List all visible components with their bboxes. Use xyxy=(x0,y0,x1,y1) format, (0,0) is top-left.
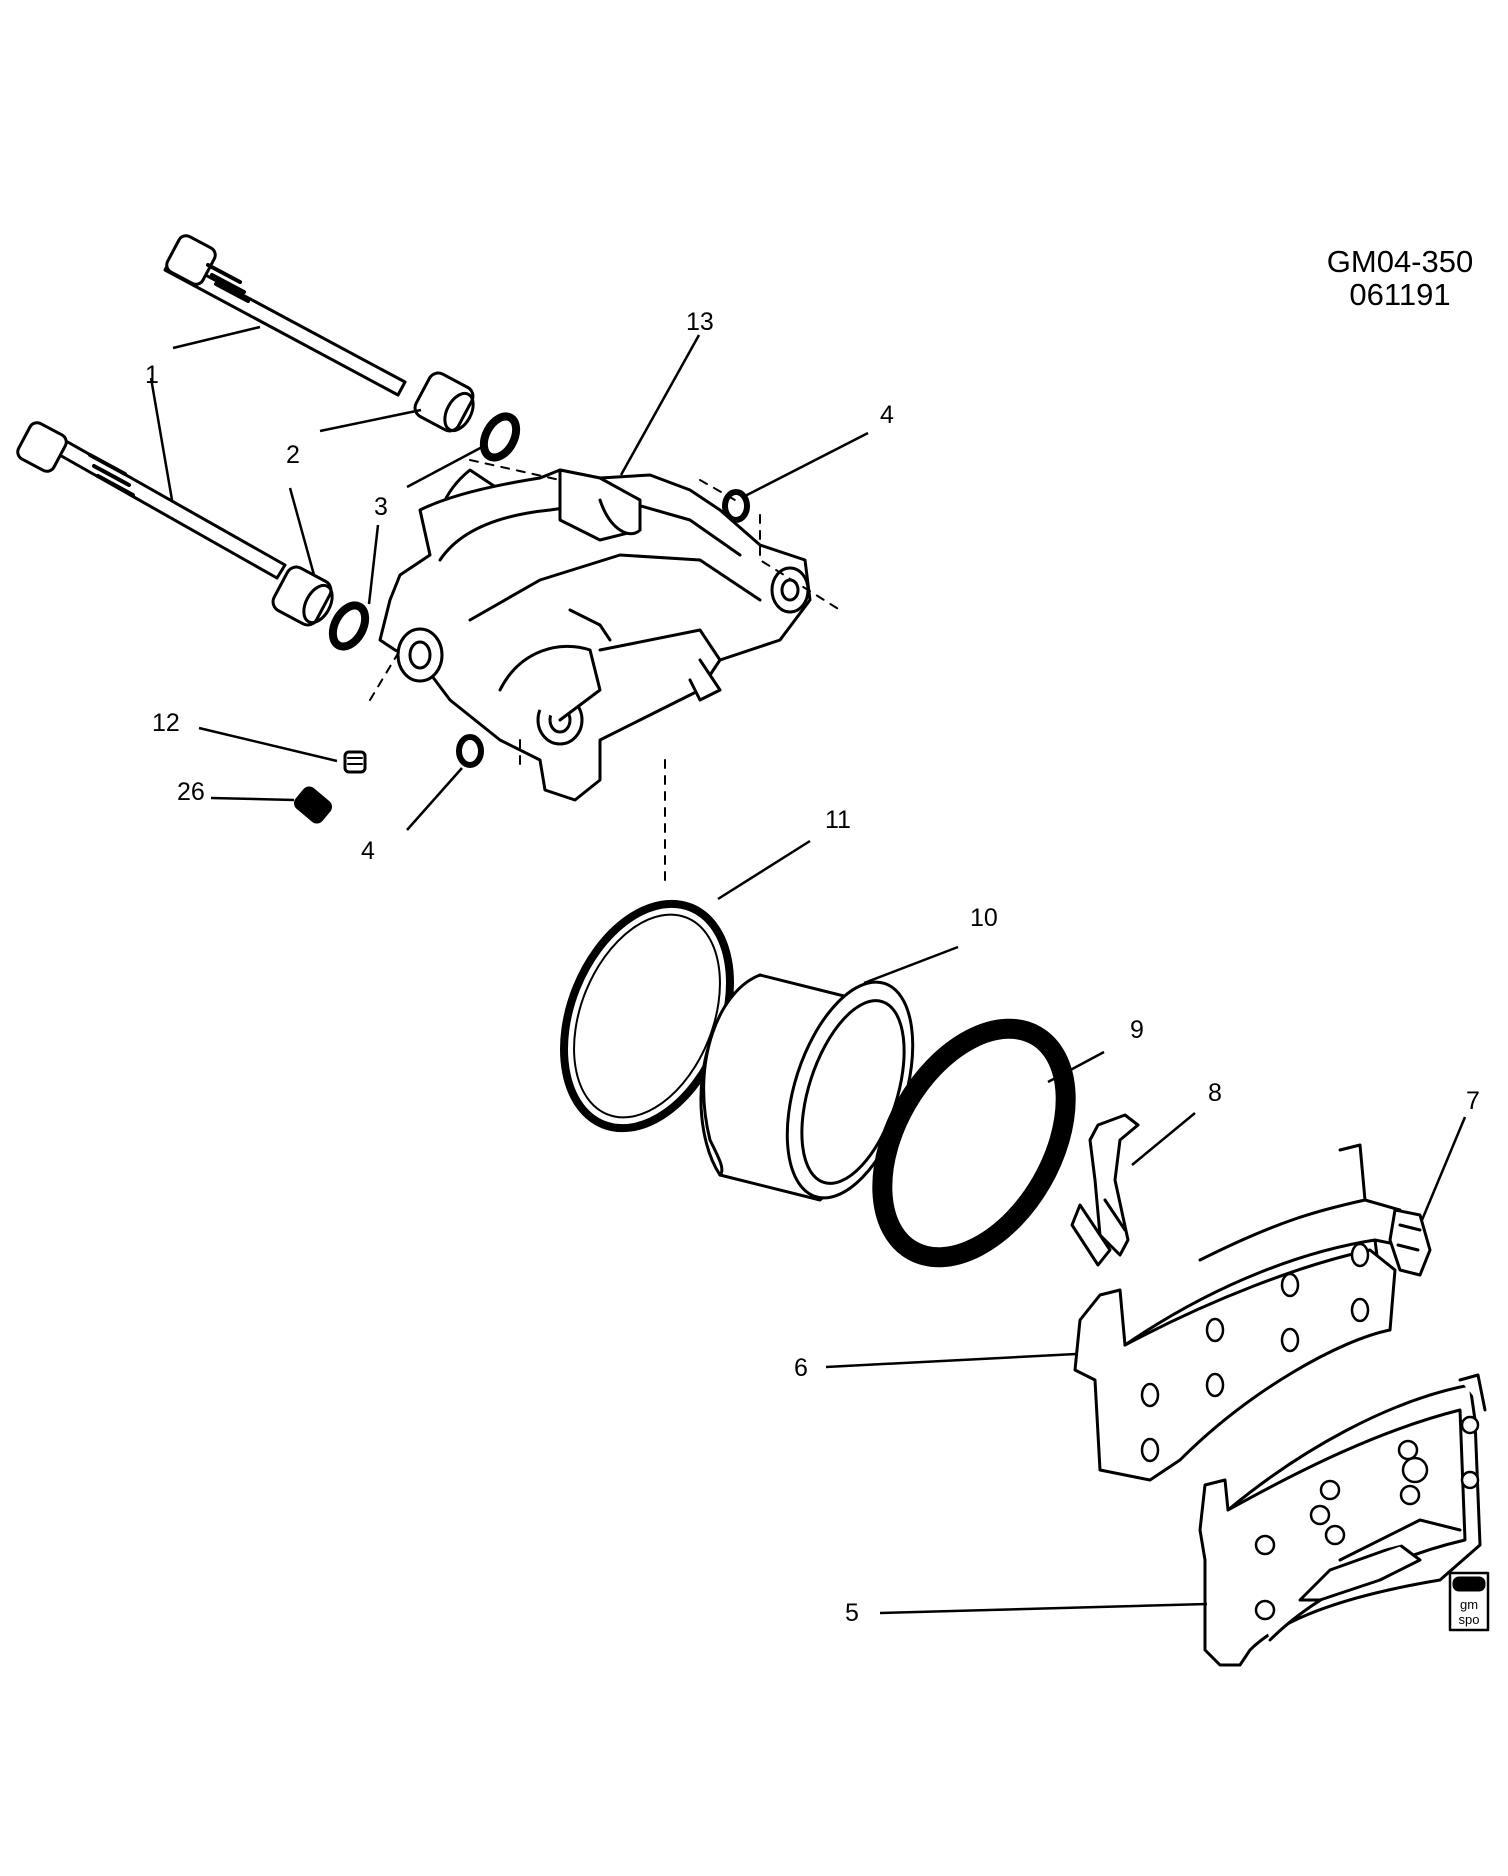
bolt-lower xyxy=(16,421,334,627)
callout-bleeder-cap: 26 xyxy=(177,778,205,806)
retainer-spring xyxy=(1070,1113,1140,1267)
drawing-code: GM04-350 xyxy=(1326,244,1474,279)
drawing-code-block: GM04-350 061191 xyxy=(1300,244,1500,312)
callout-bushing-seal: 3 xyxy=(374,493,388,521)
callout-bushing-upper: 2 xyxy=(286,441,300,469)
bushing-seal-lower xyxy=(328,601,370,651)
callout-inboard-pad: 5 xyxy=(845,1599,859,1627)
bolt-upper xyxy=(163,234,475,433)
boot-upper xyxy=(722,489,750,523)
inboard-pad xyxy=(1198,1373,1487,1667)
drawing-date: 061191 xyxy=(1349,276,1451,312)
bleeder-cap xyxy=(293,786,333,824)
boot-lower xyxy=(456,734,484,768)
bushing-seal-upper xyxy=(479,412,521,462)
outboard-pad xyxy=(1073,1143,1402,1482)
svg-text:gm: gm xyxy=(1460,1597,1478,1612)
callout-bleeder-valve: 12 xyxy=(152,709,180,737)
callout-boot-upper: 4 xyxy=(880,401,894,429)
callout-retainer-spring: 8 xyxy=(1208,1079,1222,1107)
piston xyxy=(699,973,915,1202)
gm-spo-logo xyxy=(1448,1571,1490,1632)
bleeder-valve xyxy=(343,750,367,774)
callout-outboard-pad: 6 xyxy=(794,1354,808,1382)
piston-seal xyxy=(872,1018,1076,1268)
wear-sensor xyxy=(1388,1208,1432,1277)
callout-wear-sensor: 7 xyxy=(1466,1087,1480,1115)
leader-lines xyxy=(149,325,1467,1615)
gm-spo-logo-text: gm spo xyxy=(1459,1597,1480,1627)
callout-piston-boot: 11 xyxy=(825,806,851,834)
alignment-lines xyxy=(369,459,841,881)
callout-boot-lower: 4 xyxy=(361,837,375,865)
callout-caliper-housing: 13 xyxy=(686,308,714,336)
caliper-housing xyxy=(378,468,812,802)
svg-text:spo: spo xyxy=(1459,1612,1480,1627)
callout-bolt-upper: 1 xyxy=(145,361,159,389)
callout-piston-seal: 9 xyxy=(1130,1016,1144,1044)
callout-piston: 10 xyxy=(970,904,998,932)
